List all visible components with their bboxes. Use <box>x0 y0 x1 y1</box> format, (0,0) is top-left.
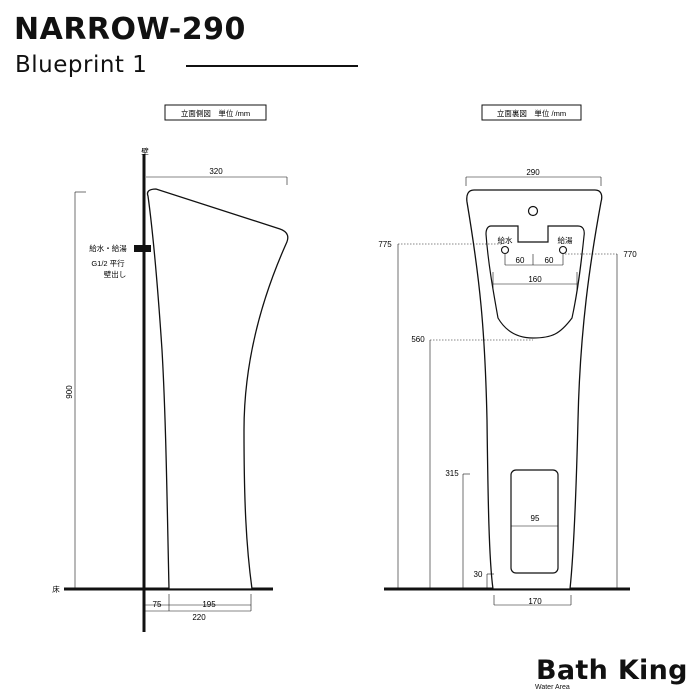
pipe-label-3: 壁出し <box>104 269 127 279</box>
dim-back-width: 290 <box>526 168 540 177</box>
page-subtitle: Blueprint 1 <box>15 52 148 78</box>
brand-tagline: Water Area <box>535 684 570 691</box>
dim-access-width: 95 <box>531 514 540 523</box>
dim-height-left: 775 <box>378 240 392 249</box>
back-recess <box>485 225 585 339</box>
supply-label: 給水 <box>498 235 513 245</box>
back-caption-box <box>481 104 582 121</box>
dim-width-top: 320 <box>209 167 223 176</box>
back-elevation-view: 立面裏図 単位 /mm 給水 給湯 60 60 160 290 7 <box>378 104 637 606</box>
dim-base-width: 195 <box>202 600 216 609</box>
dim-base-back: 170 <box>528 597 542 606</box>
page-title: NARROW-290 <box>14 12 246 47</box>
pipe-label-2: G1/2 平行 <box>91 258 125 268</box>
hot-hole <box>558 245 568 255</box>
dim-access-top: 315 <box>445 469 459 478</box>
pipe-label-1: 給水・給湯 <box>89 243 127 253</box>
side-elevation-view: 立面側図 単位 /mm 壁 床 給水・給湯 G1/2 平行 壁出し 320 90… <box>52 104 289 632</box>
dim-height: 900 <box>65 385 74 399</box>
dim-base-total: 220 <box>192 613 206 622</box>
side-caption-box <box>164 104 267 121</box>
pipe-connection <box>134 245 151 252</box>
overflow-hole <box>527 205 539 217</box>
dim-height-right: 770 <box>623 250 637 259</box>
dim-spacing-right: 60 <box>545 256 554 265</box>
dim-recess-bottom: 560 <box>411 335 425 344</box>
floor-label: 床 <box>52 584 60 594</box>
brand-logo: Bath King <box>536 655 688 686</box>
side-caption: 立面側図 単位 /mm <box>181 108 250 118</box>
back-caption: 立面裏図 単位 /mm <box>497 108 566 118</box>
dim-offset: 75 <box>153 600 162 609</box>
supply-hole <box>500 245 510 255</box>
hot-label: 給湯 <box>558 235 573 245</box>
dim-access-bottom: 30 <box>474 570 483 579</box>
dim-recess-width: 160 <box>528 275 542 284</box>
access-panel <box>510 469 559 574</box>
wall-label: 壁 <box>141 146 149 156</box>
dim-spacing-left: 60 <box>516 256 525 265</box>
basin-side-profile <box>146 188 289 590</box>
subtitle-rule <box>186 65 358 67</box>
